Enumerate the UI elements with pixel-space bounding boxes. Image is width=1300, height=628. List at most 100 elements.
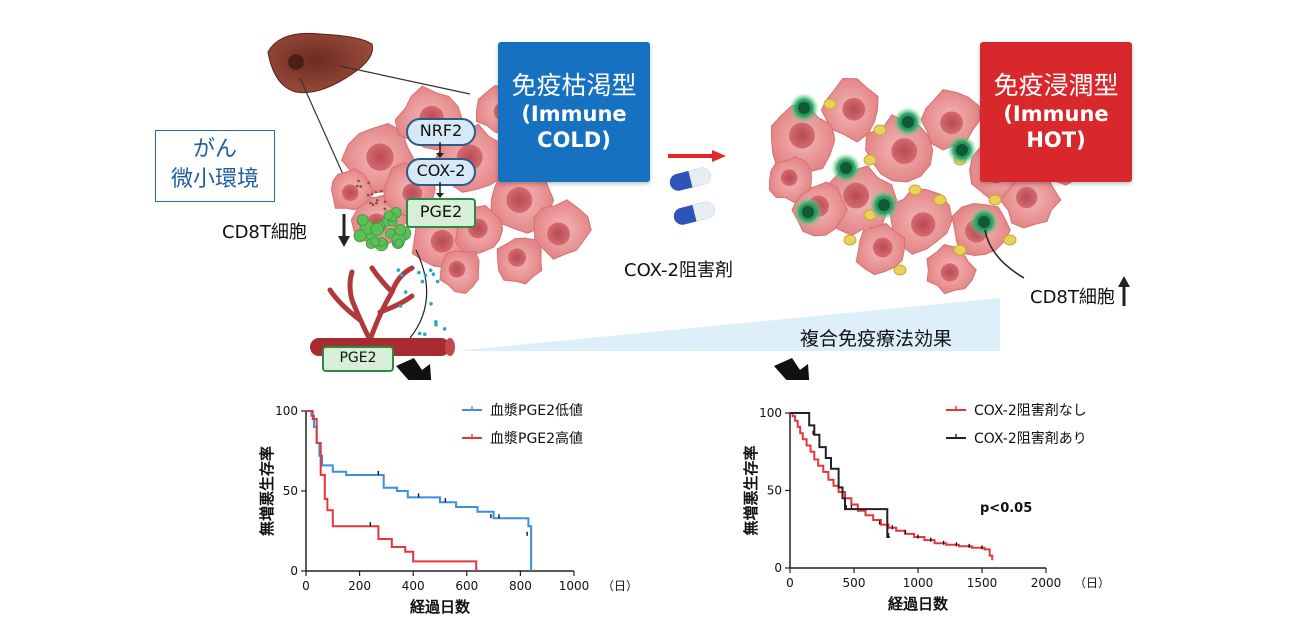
y-tick-label: 50 bbox=[283, 484, 298, 498]
x-unit-label: （日） bbox=[1074, 576, 1110, 590]
immune-cold-en2: COLD) bbox=[537, 128, 611, 152]
combo-effect-label: 複合免疫療法効果 bbox=[800, 328, 953, 350]
yellow-particle bbox=[823, 98, 837, 110]
y-axis-title: 無増悪生存率 bbox=[742, 445, 760, 535]
cell-nucleus bbox=[789, 122, 815, 149]
x-tick-label: 400 bbox=[402, 579, 425, 593]
pge2-dot bbox=[431, 272, 436, 277]
tcell-dot bbox=[353, 229, 367, 243]
cell-nucleus bbox=[1016, 186, 1038, 209]
tcell-dot bbox=[370, 222, 384, 237]
particle-dot bbox=[356, 184, 359, 188]
immune-hot-box: 免疫浸潤型 (Immune HOT) bbox=[980, 42, 1132, 182]
cd8-left-label: CD8T細胞 bbox=[222, 222, 307, 243]
x-tick-label: 1500 bbox=[967, 576, 998, 590]
particle-dot bbox=[357, 179, 360, 183]
cd8-tcell-cluster bbox=[353, 207, 412, 252]
legend-label: 血漿PGE2高値 bbox=[490, 430, 583, 447]
pge2-dot bbox=[423, 332, 427, 337]
particle-dot bbox=[366, 193, 370, 197]
big-arrow-icon bbox=[774, 358, 810, 380]
legend-label: 血漿PGE2低値 bbox=[490, 403, 583, 419]
tcell-nucleus bbox=[878, 199, 890, 211]
yellow-particle bbox=[1003, 234, 1017, 246]
vessel-pge2-label: PGE2 bbox=[322, 346, 394, 372]
environment-line1: がん bbox=[192, 137, 237, 162]
tcell-dot bbox=[394, 224, 407, 236]
particle-dot bbox=[379, 189, 383, 193]
pge2-dot bbox=[399, 273, 404, 277]
x-tick-label: 600 bbox=[455, 579, 478, 593]
pge2-dot bbox=[417, 331, 422, 336]
combo-effect-wedge bbox=[456, 298, 1000, 351]
y-tick-label: 100 bbox=[759, 406, 782, 420]
zoom-line bbox=[299, 77, 351, 191]
cell-nucleus bbox=[506, 187, 533, 213]
pge2-dot bbox=[396, 268, 401, 272]
y-tick-label: 100 bbox=[275, 404, 298, 418]
p-value-annotation: p<0.05 bbox=[980, 501, 1032, 516]
pge2-dot bbox=[420, 279, 425, 284]
pge2-dot bbox=[423, 273, 428, 278]
pill-icon bbox=[669, 167, 716, 225]
km-series-line bbox=[790, 412, 994, 561]
up-arrow-icon bbox=[1118, 276, 1130, 306]
cell-nucleus bbox=[780, 169, 798, 186]
liver-icon bbox=[267, 32, 374, 94]
tcell-dot bbox=[394, 238, 404, 248]
particle-dot bbox=[370, 193, 374, 196]
cell-nucleus bbox=[842, 97, 866, 121]
immune-hot-en1: (Immune bbox=[1003, 102, 1109, 126]
particle-dot bbox=[374, 190, 378, 194]
particle-dot bbox=[359, 185, 363, 188]
tumor-microenvironment-box: がん 微小環境 bbox=[155, 130, 275, 202]
yellow-particle bbox=[933, 194, 947, 206]
cell-nucleus bbox=[911, 212, 936, 237]
pge2-dot bbox=[429, 302, 433, 306]
pathway-cox2: COX-2 bbox=[406, 158, 476, 186]
x-tick-label: 0 bbox=[302, 579, 310, 593]
x-axis-title: 経過日数 bbox=[410, 598, 471, 616]
x-tick-label: 800 bbox=[509, 579, 532, 593]
environment-line2: 微小環境 bbox=[170, 167, 259, 192]
big-arrow-icon bbox=[396, 358, 432, 380]
cell-nucleus bbox=[448, 260, 466, 278]
yellow-particle bbox=[873, 124, 887, 136]
cell-nucleus bbox=[940, 263, 959, 282]
tcell-dot bbox=[370, 236, 381, 247]
x-tick-label: 200 bbox=[348, 579, 371, 593]
y-tick-label: 0 bbox=[774, 561, 782, 575]
zoom-line bbox=[339, 65, 471, 95]
pge2-dot bbox=[442, 327, 447, 331]
yellow-particle bbox=[953, 244, 967, 256]
pge2-dot bbox=[434, 323, 438, 327]
tcell-nucleus bbox=[978, 216, 990, 228]
tcell-dot bbox=[356, 214, 369, 226]
y-tick-label: 0 bbox=[290, 564, 298, 578]
cell-nucleus bbox=[843, 182, 870, 209]
cell-nucleus bbox=[430, 229, 454, 253]
tcell-nucleus bbox=[802, 206, 814, 218]
tcell-nucleus bbox=[956, 144, 968, 156]
pge2-dot bbox=[403, 290, 408, 294]
x-tick-label: 500 bbox=[843, 576, 866, 590]
immune-cold-jp: 免疫枯渇型 bbox=[511, 71, 637, 100]
yellow-particle bbox=[988, 194, 1002, 206]
pge2-dot bbox=[417, 270, 421, 275]
km-series-line bbox=[790, 412, 890, 538]
pge2-particles bbox=[356, 179, 447, 337]
immune-cold-box: 免疫枯渇型 (Immune COLD) bbox=[498, 42, 650, 182]
pointer-line bbox=[984, 229, 1025, 279]
particle-dot bbox=[375, 201, 378, 205]
yellow-particle bbox=[863, 154, 877, 166]
particle-dot bbox=[367, 181, 371, 185]
yellow-particle bbox=[893, 264, 907, 276]
immune-hot-en2: HOT) bbox=[1026, 128, 1086, 152]
particle-dot bbox=[375, 199, 379, 202]
particle-dot bbox=[383, 200, 387, 204]
y-axis-title: 無増悪生存率 bbox=[258, 446, 276, 536]
cd8-right-label: CD8T細胞 bbox=[1030, 287, 1115, 308]
yellow-particle bbox=[843, 234, 857, 246]
tcell-nucleus bbox=[840, 162, 852, 174]
